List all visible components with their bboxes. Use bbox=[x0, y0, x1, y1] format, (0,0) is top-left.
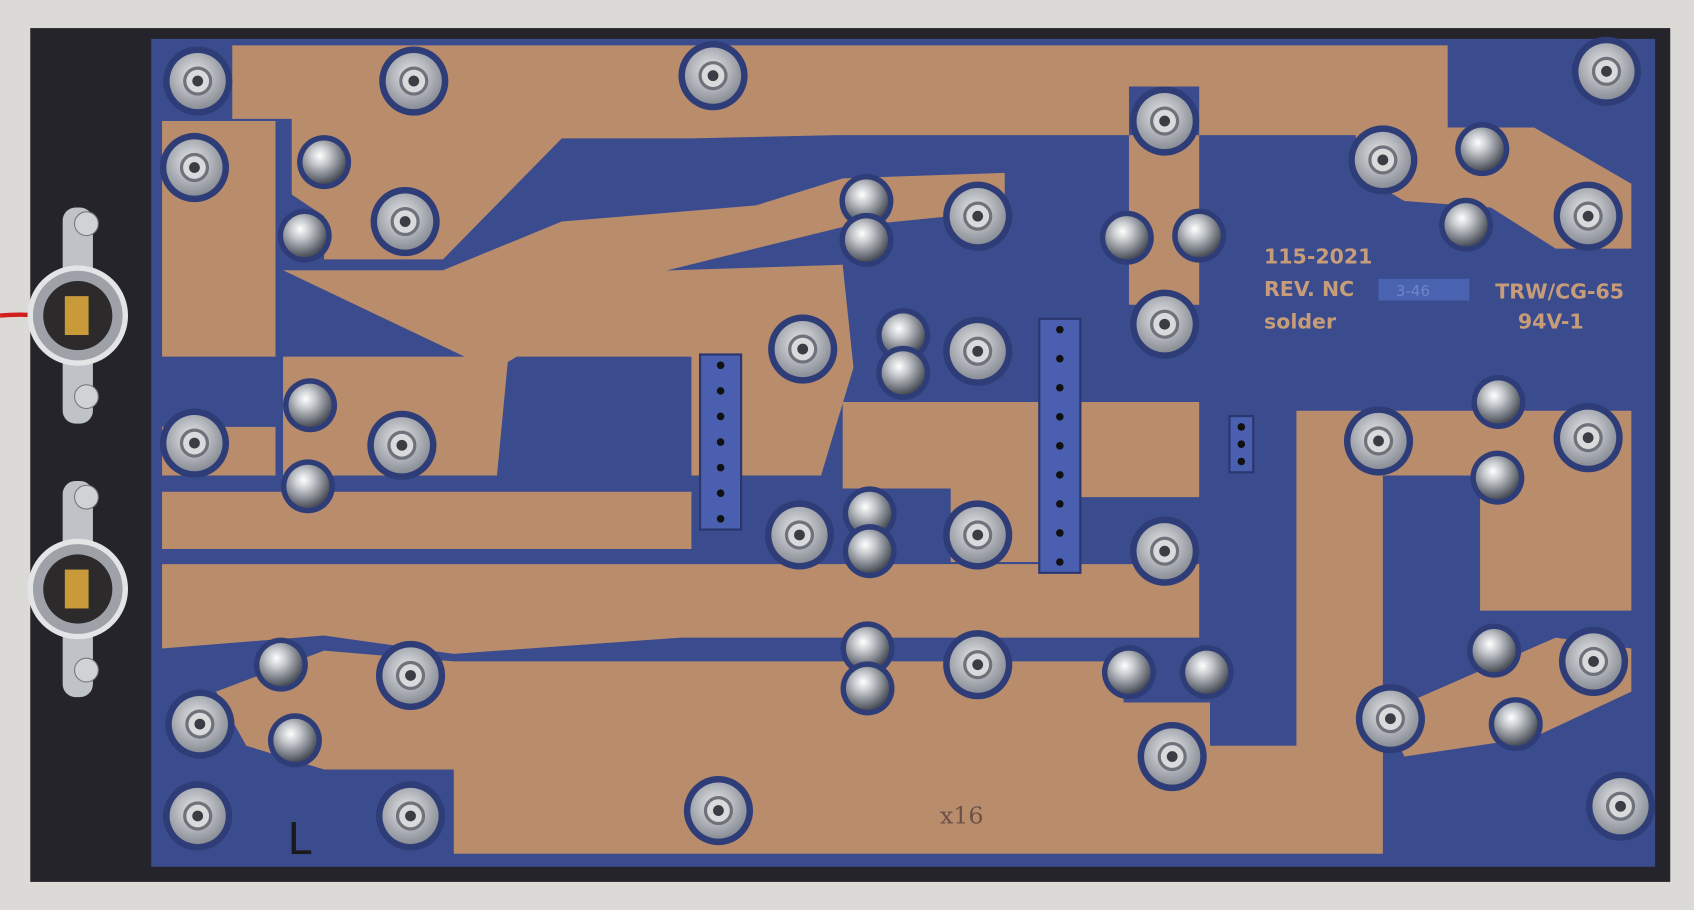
eyelet-pad bbox=[1130, 86, 1200, 156]
eyelet-pad bbox=[163, 781, 233, 851]
solder-joint bbox=[1467, 623, 1522, 678]
date-code: 3-46 bbox=[1396, 282, 1430, 300]
silkscreen-label: 115-2021 REV. NC solder 3-46 TRW/CG-65 9… bbox=[1264, 245, 1624, 334]
eyelet-pad bbox=[943, 500, 1013, 570]
eyelet-pad bbox=[764, 500, 835, 570]
copper-region bbox=[216, 650, 1383, 854]
solder-joint bbox=[1470, 450, 1525, 505]
eyelet-pad bbox=[1558, 626, 1629, 697]
copper-region bbox=[507, 264, 854, 476]
solder-joint bbox=[1439, 197, 1494, 252]
eyelet-pad bbox=[768, 314, 838, 384]
eyelet-pad bbox=[1137, 721, 1207, 792]
pin-header bbox=[698, 353, 743, 531]
handwritten-l: L bbox=[287, 815, 311, 865]
thermostat-terminals bbox=[0, 207, 129, 698]
copper-region bbox=[842, 402, 1200, 562]
thermostat bbox=[27, 207, 129, 424]
eyelet-pad bbox=[943, 630, 1013, 700]
solder-joint bbox=[1455, 122, 1510, 177]
eyelet-pad bbox=[1553, 181, 1623, 251]
eyelet-pad bbox=[370, 186, 440, 257]
eyelet-pad bbox=[367, 410, 437, 480]
eyelet-pad bbox=[159, 408, 230, 478]
manufacturer-mark: TRW/CG-65 bbox=[1495, 279, 1624, 303]
eyelet-pad bbox=[943, 316, 1013, 386]
eyelet-pad bbox=[678, 41, 748, 111]
copper-region bbox=[162, 564, 1200, 654]
copper-region bbox=[1296, 410, 1632, 757]
solder-joint bbox=[1471, 375, 1526, 430]
eyelet-pad bbox=[1571, 36, 1642, 106]
eyelet-pad bbox=[1355, 684, 1425, 754]
thermostat bbox=[27, 480, 129, 698]
solder-joint bbox=[842, 486, 897, 541]
eyelet-pad bbox=[165, 689, 235, 759]
pin-header bbox=[1038, 317, 1082, 574]
copper-region bbox=[162, 491, 692, 550]
flammability-rating: 94V-1 bbox=[1518, 310, 1584, 334]
eyelet-pad bbox=[163, 46, 233, 116]
solder-joint bbox=[1488, 697, 1543, 752]
solder-joint bbox=[1172, 208, 1227, 263]
eyelet-pad bbox=[683, 775, 754, 846]
solder-joint bbox=[840, 661, 895, 716]
copper-region bbox=[232, 45, 1448, 260]
eyelet-pad bbox=[379, 46, 449, 116]
solder-joint bbox=[283, 378, 338, 433]
eyelet-pad bbox=[1343, 406, 1414, 476]
solder-joint bbox=[840, 621, 895, 676]
eyelet-pad bbox=[1130, 289, 1200, 359]
eyelet-pad bbox=[1348, 125, 1418, 195]
solder-joint bbox=[839, 212, 894, 267]
copper-region bbox=[1128, 135, 1200, 305]
solder-joint bbox=[267, 713, 322, 768]
eyelet-pad bbox=[1585, 771, 1656, 841]
solder-pads bbox=[159, 36, 1656, 851]
solder-joint bbox=[253, 637, 308, 692]
eyelet-pad bbox=[1130, 516, 1200, 586]
solder-joint bbox=[277, 208, 332, 263]
solder-joint bbox=[842, 524, 897, 579]
solder-joint bbox=[876, 308, 931, 363]
eyelet-pad bbox=[375, 640, 446, 711]
solder-joint bbox=[839, 174, 894, 229]
pin-headers bbox=[698, 317, 1255, 574]
eyelet-pad bbox=[159, 132, 230, 203]
solder-joint bbox=[297, 135, 352, 190]
eyelet-pad bbox=[375, 781, 446, 851]
solder-joint bbox=[1179, 645, 1234, 700]
solder-joint bbox=[876, 345, 931, 400]
handwritten-x16: x16 bbox=[940, 802, 984, 830]
part-number: 115-2021 bbox=[1264, 245, 1372, 269]
copper-region bbox=[283, 172, 1005, 476]
solder-joint bbox=[280, 459, 335, 514]
pin-header bbox=[1228, 415, 1255, 474]
solder-joint bbox=[1101, 645, 1156, 700]
side-label: solder bbox=[1264, 310, 1337, 334]
eyelet-pad bbox=[1553, 403, 1623, 473]
solder-joint bbox=[1099, 210, 1154, 265]
eyelet-pad bbox=[943, 181, 1013, 251]
revision: REV. NC bbox=[1264, 277, 1354, 301]
